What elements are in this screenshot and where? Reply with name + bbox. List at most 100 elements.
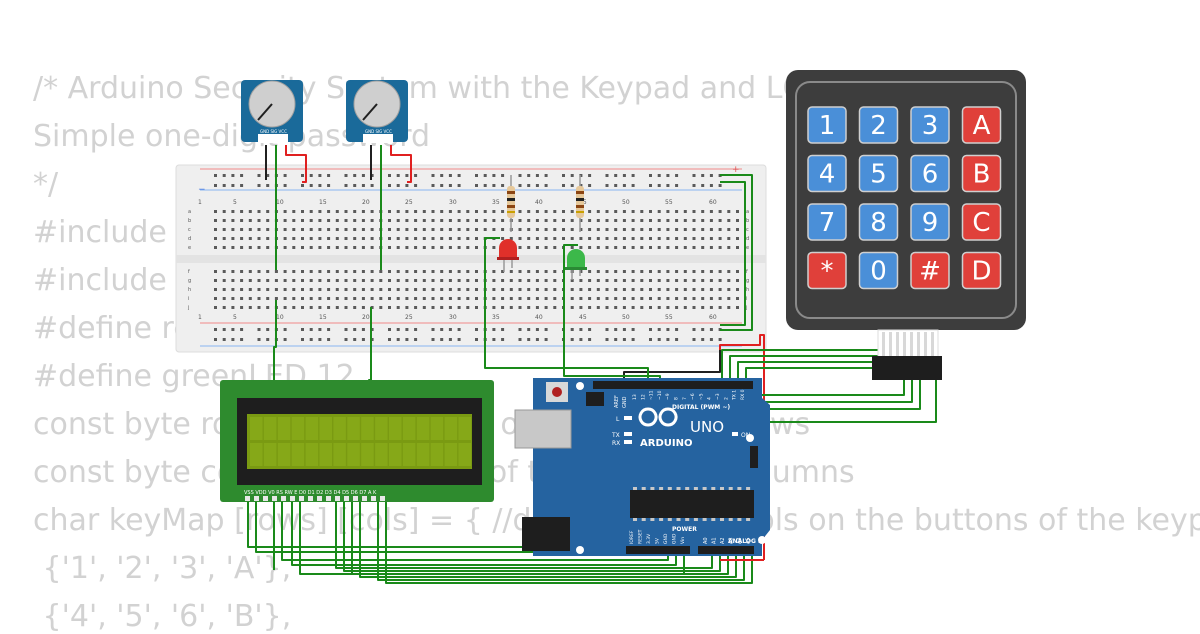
breadboard-hole <box>727 288 731 291</box>
chip-pin <box>685 487 690 490</box>
rail-hole <box>579 338 583 341</box>
green-led[interactable] <box>565 249 587 280</box>
breadboard-hole <box>709 306 713 309</box>
keypad-key[interactable]: 4 <box>807 154 847 193</box>
keypad-key-face <box>807 154 847 193</box>
rail-hole <box>527 328 531 331</box>
breadboard-hole <box>562 219 565 222</box>
breadboard-hole <box>570 228 574 231</box>
breadboard-hole <box>222 246 226 249</box>
keypad-key[interactable]: 7 <box>807 203 847 241</box>
breadboard-hole <box>535 306 539 309</box>
breadboard-hole <box>222 270 226 273</box>
keypad-key[interactable]: # <box>910 251 950 290</box>
breadboard-hole <box>736 279 739 282</box>
rail-hole <box>631 328 635 331</box>
breadboard-hole <box>466 210 470 213</box>
keypad-key[interactable]: 0 <box>858 251 899 290</box>
breadboard-hole <box>344 297 348 300</box>
keypad-key[interactable]: A <box>961 106 1002 144</box>
rail-hole <box>614 174 618 177</box>
reset-button[interactable] <box>552 387 562 397</box>
keypad-key[interactable]: * <box>807 251 847 290</box>
breadboard-hole <box>274 270 278 273</box>
breadboard-hole <box>692 306 696 309</box>
keypad-key-face <box>858 251 899 290</box>
keypad-key-label: 2 <box>870 111 887 141</box>
lcd-char-cell <box>347 417 360 440</box>
keypad-key[interactable]: D <box>961 251 1002 290</box>
power-jack <box>522 517 570 551</box>
rail-hole <box>588 184 592 187</box>
breadboard-hole <box>396 210 400 213</box>
row-letter: e <box>746 245 749 251</box>
keypad-key-face <box>807 106 847 144</box>
rail-hole <box>231 184 235 187</box>
rail-hole <box>709 184 713 187</box>
chip-pin <box>659 487 664 490</box>
breadboard-hole <box>361 246 365 249</box>
chip-pin <box>746 487 751 490</box>
potentiometer-2[interactable]: GND SIG VCC <box>346 80 408 143</box>
breadboard-hole <box>622 288 626 291</box>
breadboard-hole <box>214 237 217 240</box>
breadboard-hole <box>588 210 592 213</box>
breadboard-hole <box>457 270 461 273</box>
breadboard-hole <box>727 306 731 309</box>
row-letter: b <box>188 218 191 224</box>
breadboard-hole <box>327 237 331 240</box>
keypad-key[interactable]: 6 <box>910 154 950 193</box>
breadboard-hole <box>701 228 705 231</box>
breadboard-hole <box>640 279 644 282</box>
column-number: 30 <box>449 199 457 206</box>
keypad-key[interactable]: 8 <box>858 203 899 241</box>
potentiometer-1[interactable]: GND SIG VCC <box>241 80 303 143</box>
keypad-key[interactable]: B <box>961 154 1002 193</box>
keypad-key[interactable]: 3 <box>910 106 950 144</box>
keypad-wire-1 <box>721 349 878 385</box>
rail-hole <box>222 328 226 331</box>
keypad-key[interactable]: 2 <box>858 106 899 144</box>
breadboard-hole <box>535 279 539 282</box>
breadboard-hole <box>666 246 670 249</box>
lcd-char-cell <box>389 417 402 440</box>
lcd-pin <box>353 496 358 501</box>
resistor-2 <box>576 175 584 232</box>
rail-hole <box>692 338 696 341</box>
rail-hole <box>701 174 705 177</box>
keypad-key[interactable]: C <box>961 203 1002 241</box>
breadboard-hole <box>422 219 426 222</box>
red-led[interactable] <box>497 239 519 272</box>
keypad-key[interactable]: 1 <box>807 106 847 144</box>
breadboard-hole <box>309 237 313 240</box>
keypad-key[interactable]: 5 <box>858 154 899 193</box>
rail-hole <box>544 184 548 187</box>
breadboard-hole <box>701 279 705 282</box>
lcd-display: VSS VDD V0 RS RW E D0 D1 D2 D3 D4 D5 D6 … <box>220 380 494 502</box>
breadboard-hole <box>361 210 365 213</box>
column-number: 25 <box>405 199 413 206</box>
breadboard-hole <box>518 270 522 273</box>
keypad-key-face <box>910 106 950 144</box>
breadboard-hole <box>292 237 296 240</box>
code-line: /* Arduino Security System with the Keyp… <box>33 71 827 106</box>
rail-hole <box>448 184 452 187</box>
breadboard-hole <box>396 219 400 222</box>
breadboard-hole <box>440 246 444 249</box>
breadboard-hole <box>683 279 687 282</box>
keypad-key[interactable]: 9 <box>910 203 950 241</box>
breadboard-hole <box>327 288 331 291</box>
breadboard-hole <box>440 279 444 282</box>
row-letter: i <box>188 296 189 302</box>
rail-hole <box>692 184 696 187</box>
breadboard-hole <box>283 237 287 240</box>
breadboard-hole <box>596 279 600 282</box>
breadboard-hole <box>318 279 322 282</box>
breadboard-hole <box>301 246 304 249</box>
breadboard-hole <box>440 288 444 291</box>
rail-hole <box>675 184 679 187</box>
breadboard-hole <box>492 279 496 282</box>
rail-hole <box>631 174 635 177</box>
breadboard-hole <box>231 288 235 291</box>
